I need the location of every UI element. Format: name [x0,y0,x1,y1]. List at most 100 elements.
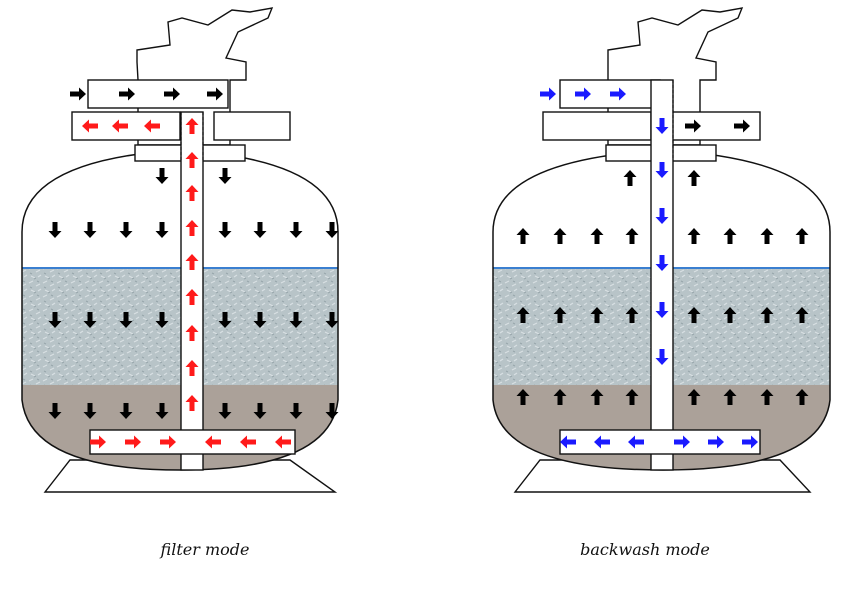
flow-arrows-filter [48,87,339,449]
arrow-icon [795,307,809,323]
arrow-icon [625,228,639,244]
arrow-icon [655,302,669,318]
arrow-icon [742,435,758,449]
arrow-icon [516,228,530,244]
standpipe [650,79,674,471]
arrow-icon [119,312,133,328]
arrow-icon [760,307,774,323]
arrow-icon [253,403,267,419]
arrow-icon [218,403,232,419]
arrow-icon [325,222,339,238]
arrow-icon [610,87,626,101]
waste-port [542,111,652,141]
arrow-icon [590,307,604,323]
arrow-icon [708,435,724,449]
arrow-icon [240,435,256,449]
arrow-icon [119,222,133,238]
arrow-icon [164,87,180,101]
arrow-icon [289,222,303,238]
sand-layer [22,268,338,386]
arrow-icon [795,228,809,244]
arrow-icon [628,435,644,449]
arrow-icon [275,435,291,449]
backwash-mode-caption: backwash mode [580,540,710,559]
arrow-icon [687,228,701,244]
arrow-icon [655,349,669,365]
tank-body [21,149,339,471]
arrow-icon [185,254,199,270]
inlet-port [87,79,229,109]
arrow-icon [119,403,133,419]
tank-interior [22,150,338,470]
arrow-icon [687,389,701,405]
arrow-icon [83,403,97,419]
arrow-icon [185,289,199,305]
arrow-icon [674,435,690,449]
outlet-port [213,111,291,141]
arrow-icon [795,389,809,405]
arrow-icon [218,222,232,238]
arrow-icon [82,119,98,133]
arrow-icon [218,168,232,184]
arrow-icon [253,222,267,238]
lateral-pipe [89,429,296,455]
arrow-icon [516,307,530,323]
arrow-icon [83,312,97,328]
lateral-pipe [559,429,761,455]
arrow-icon [125,435,141,449]
arrow-icon [48,403,62,419]
arrow-icon [185,185,199,201]
arrow-icon [218,312,232,328]
arrow-icon [760,389,774,405]
arrow-icon [575,87,591,101]
arrow-icon [553,389,567,405]
arrow-icon [253,312,267,328]
arrow-icon [723,228,737,244]
arrow-icon [590,389,604,405]
arrow-icon [83,222,97,238]
arrow-icon [325,403,339,419]
arrow-icon [185,118,199,134]
arrow-icon [48,222,62,238]
arrow-icon [48,312,62,328]
arrow-icon [723,307,737,323]
arrow-icon [185,360,199,376]
arrow-icon [623,170,637,186]
arrow-icon [590,228,604,244]
arrow-icon [90,435,106,449]
arrow-icon [625,389,639,405]
tank-body [492,149,831,471]
arrow-icon [540,87,556,101]
arrow-icon [655,118,669,134]
arrow-icon [205,435,221,449]
arrow-icon [655,208,669,224]
arrow-icon [155,168,169,184]
arrow-icon [289,312,303,328]
arrow-icon [112,119,128,133]
arrow-icon [185,325,199,341]
arrow-icon [553,228,567,244]
arrow-icon [289,403,303,419]
arrow-icon [155,222,169,238]
arrow-icon [655,255,669,271]
filter-mode-caption: filter mode [160,540,250,559]
arrow-icon [687,307,701,323]
arrow-icon [185,220,199,236]
arrow-icon [560,435,576,449]
backwash-mode-panel [492,7,831,493]
arrow-icon [185,152,199,168]
arrow-icon [144,119,160,133]
arrow-icon [185,395,199,411]
arrow-icon [325,312,339,328]
arrow-icon [516,389,530,405]
arrow-icon [594,435,610,449]
arrow-icon [553,307,567,323]
arrow-icon [119,87,135,101]
filter-mode-panel [21,7,339,493]
arrow-icon [734,119,750,133]
arrow-icon [685,119,701,133]
arrow-icon [160,435,176,449]
arrow-icon [155,312,169,328]
arrow-icon [760,228,774,244]
